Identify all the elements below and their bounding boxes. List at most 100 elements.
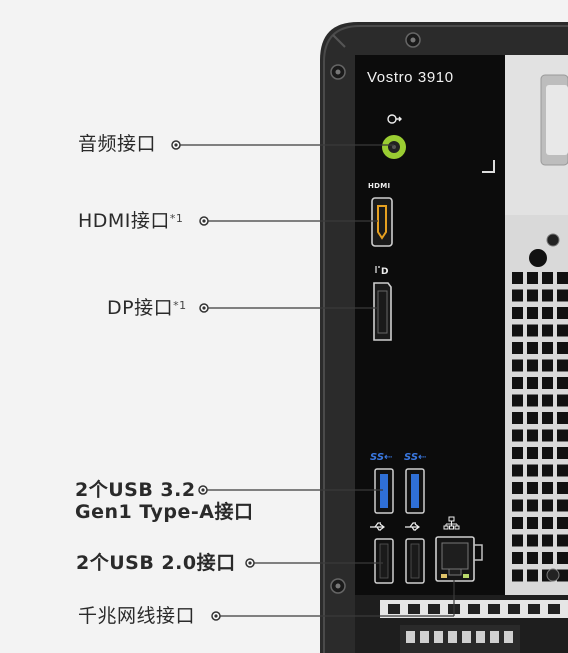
vent-hole (542, 534, 553, 547)
vent-hole (542, 324, 553, 337)
vent-hole (527, 447, 538, 459)
vent-hole (527, 377, 538, 389)
vent-hole (542, 429, 553, 442)
label-usb32-line1: 2个USB 3.2 (75, 479, 196, 501)
vent-hole (512, 324, 523, 337)
vent-hole (527, 272, 538, 284)
vent-hole (512, 499, 523, 512)
vent-hole (527, 499, 538, 512)
vent-hole (512, 394, 523, 407)
hdmi-marking: HDMI (368, 182, 390, 190)
vent-hole (557, 429, 568, 442)
vent-hole (542, 482, 553, 494)
vent-hole (512, 482, 523, 494)
label-hdmi-text: HDMI接口 (78, 210, 170, 232)
slot-hole (428, 604, 440, 614)
vent-hole (527, 552, 538, 564)
label-hdmi: HDMI接口*1 (78, 210, 183, 232)
label-dp-note: *1 (173, 299, 187, 312)
usb2-port (374, 538, 394, 584)
vent-hole (527, 482, 538, 494)
vent-hole (542, 517, 553, 529)
vent-hole (557, 289, 568, 302)
side-screw (546, 568, 560, 582)
usb3-port (374, 468, 394, 514)
leader-dots (171, 140, 255, 621)
dp-marking: D (375, 266, 388, 277)
latch-mark (332, 34, 346, 48)
headphone-icon (387, 114, 402, 124)
slot-hole (528, 604, 540, 614)
lower-vent-hole (406, 631, 415, 643)
lower-plate (400, 625, 520, 653)
label-audio: 音频接口 (78, 133, 156, 155)
vent-hole (527, 394, 538, 407)
lower-vent-hole (504, 631, 513, 643)
vent-hole (542, 307, 553, 319)
vent-hole (527, 534, 538, 547)
vent-hole (512, 447, 523, 459)
label-dp-text: DP接口 (107, 297, 174, 319)
vent-hole (527, 359, 538, 372)
vent-hole (557, 447, 568, 459)
audio-jack (382, 135, 406, 159)
lower-vent-hole (490, 631, 499, 643)
slot-hole (408, 604, 420, 614)
vent-hole (557, 342, 568, 354)
usb3-ss-mark: SS⇠ (404, 452, 427, 463)
vent-hole (557, 499, 568, 512)
label-audio-text: 音频接口 (78, 133, 157, 155)
lower-vent-hole (434, 631, 443, 643)
label-lan: 千兆网线接口 (78, 605, 195, 627)
vent-hole (512, 289, 523, 302)
leader-dot-centers (174, 143, 252, 618)
screw-icon (405, 32, 421, 48)
vent-hole (512, 377, 523, 389)
side-grille-knob (529, 249, 547, 267)
vent-hole (557, 272, 568, 284)
vent-hole (512, 517, 523, 529)
label-lan-text: 千兆网线接口 (78, 605, 196, 627)
lower-vent-grille (406, 631, 513, 643)
vent-hole (527, 412, 538, 424)
vent-hole (542, 289, 553, 302)
vent-hole (512, 569, 523, 582)
hdmi-port (371, 197, 393, 247)
label-dp: DP接口*1 (107, 297, 187, 319)
vent-hole (527, 342, 538, 354)
vent-hole (542, 394, 553, 407)
expansion-slots (388, 604, 560, 614)
vent-hole (542, 342, 553, 354)
side-screw (546, 233, 560, 247)
usb3-port (405, 468, 425, 514)
network-icon (443, 516, 460, 530)
vent-hole (512, 464, 523, 477)
lower-vent-hole (476, 631, 485, 643)
leader-lines (176, 144, 455, 617)
vent-hole (527, 324, 538, 337)
vent-hole (542, 464, 553, 477)
vent-hole (542, 552, 553, 564)
vent-hole (512, 272, 523, 284)
vent-hole (542, 377, 553, 389)
side-bracket-inner (546, 85, 568, 155)
vent-hole (527, 307, 538, 319)
vent-hole (542, 499, 553, 512)
vent-hole (557, 482, 568, 494)
dp-port (373, 282, 392, 341)
vent-hole (542, 359, 553, 372)
usb3-ss-mark: SS⇠ (370, 452, 393, 463)
vent-hole (557, 412, 568, 424)
dp-marking-text: D (381, 267, 388, 277)
corner-mark (482, 160, 495, 173)
lower-vent-hole (448, 631, 457, 643)
vent-hole (557, 464, 568, 477)
vent-hole (542, 272, 553, 284)
label-usb20: 2个USB 2.0接口 (76, 552, 236, 574)
vent-hole (542, 447, 553, 459)
vent-hole (527, 289, 538, 302)
vent-hole (512, 429, 523, 442)
vent-grille (512, 272, 568, 582)
vent-hole (527, 569, 538, 582)
